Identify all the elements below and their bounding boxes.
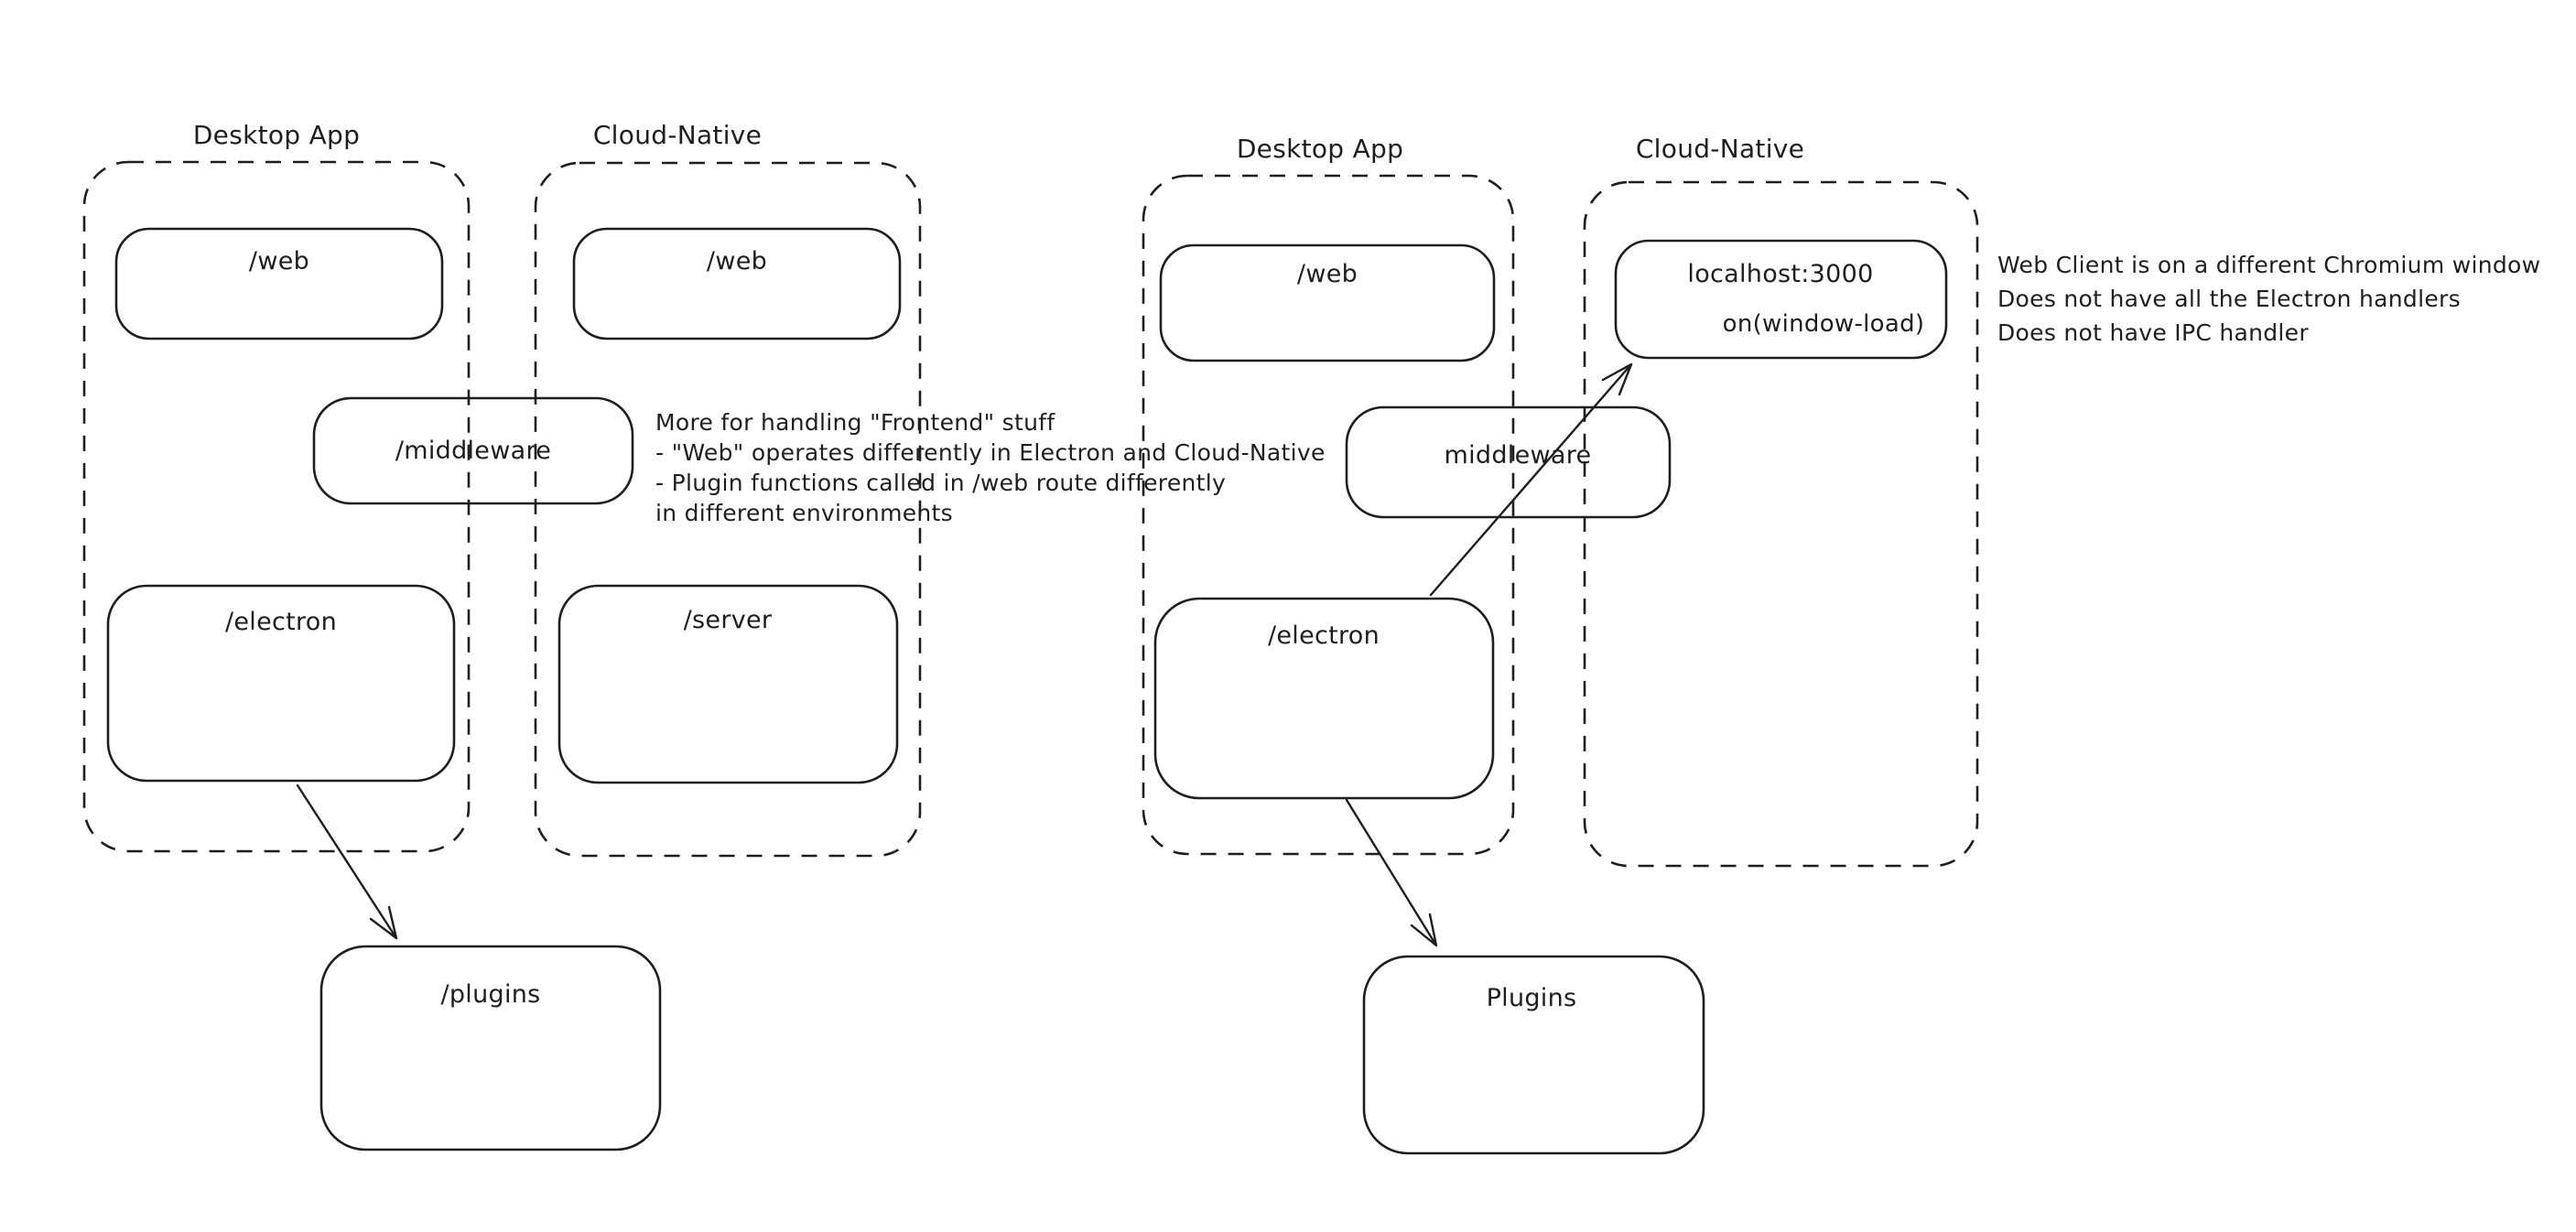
right-plugins-label: Plugins	[1487, 984, 1577, 1012]
right-plugins-box	[1362, 955, 1705, 1155]
left-desktop-electron-box	[106, 584, 456, 783]
left-cloud-group-label: Cloud-Native	[593, 120, 762, 150]
right-desktop-container	[1142, 174, 1515, 856]
right-localhost-label: localhost:3000	[1687, 260, 1873, 288]
right-localhost-box	[1614, 239, 1948, 360]
right-electron-label: /electron	[1268, 621, 1380, 650]
green-annotation: More for handling "Frontend" stuff - "We…	[655, 409, 1326, 526]
left-cloud-container	[534, 161, 922, 858]
green-annotation-line-1: More for handling "Frontend" stuff	[655, 409, 1055, 436]
right-on-window-load-label: on(window-load)	[1723, 310, 1925, 338]
left-desktop-web-label: /web	[249, 247, 309, 276]
right-desktop-web-box	[1159, 243, 1496, 362]
red-annotation-line-1: Web Client is on a different Chromium wi…	[1997, 252, 2540, 278]
right-desktop-web-label: /web	[1297, 260, 1358, 288]
right-middleware-label: middleware	[1445, 441, 1592, 470]
left-cloud-web-box	[572, 227, 902, 340]
right-electron-box	[1153, 597, 1495, 800]
green-annotation-line-2: - "Web" operates differently in Electron…	[655, 439, 1326, 466]
left-desktop-container	[82, 160, 471, 853]
green-annotation-line-4: in different environments	[655, 500, 953, 526]
left-cloud-web-label: /web	[707, 247, 767, 276]
left-cloud-server-label: /server	[684, 606, 773, 634]
green-annotation-line-3: - Plugin functions called in /web route …	[655, 470, 1226, 496]
left-cloud-server-box	[557, 584, 899, 784]
left-desktop-electron-label: /electron	[225, 608, 337, 636]
right-cloud-container	[1583, 180, 1979, 868]
left-plugins-box	[319, 945, 662, 1151]
red-annotation: Web Client is on a different Chromium wi…	[1997, 252, 2540, 346]
arrow-right-electron-to-plugins	[1345, 798, 1438, 947]
left-desktop-web-box	[114, 227, 444, 340]
left-middleware-box	[312, 396, 634, 505]
right-middleware-box	[1345, 405, 1672, 519]
left-middleware-label: /middleware	[395, 437, 551, 465]
right-cloud-group-label: Cloud-Native	[1636, 134, 1804, 164]
arrow-left-electron-to-plugins	[296, 784, 398, 940]
left-desktop-group-label: Desktop App	[193, 120, 360, 150]
red-annotation-line-3: Does not have IPC handler	[1997, 319, 2309, 346]
red-annotation-line-2: Does not have all the Electron handlers	[1997, 286, 2461, 312]
left-plugins-label: /plugins	[440, 980, 540, 1009]
arrow-right-electron-to-localhost	[1429, 362, 1633, 597]
right-desktop-group-label: Desktop App	[1237, 134, 1403, 164]
